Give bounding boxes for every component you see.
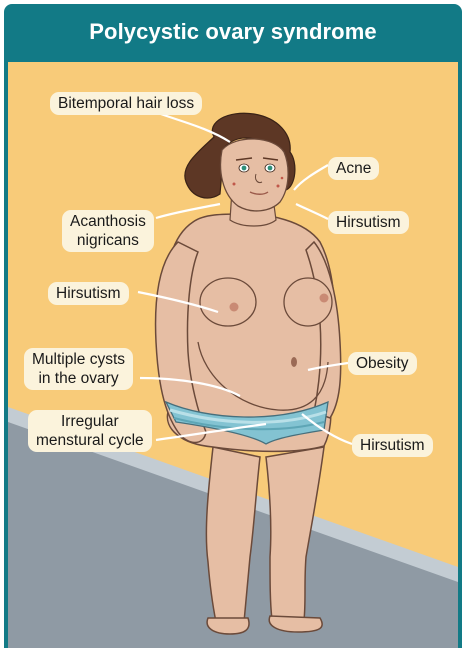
label-acanthosis-line1: Acanthosis	[70, 212, 146, 231]
label-bitemporal-hair-loss: Bitemporal hair loss	[50, 92, 202, 115]
label-cysts-line1: Multiple cysts	[32, 350, 125, 369]
label-obesity: Obesity	[348, 352, 417, 375]
figure-frame: Polycystic ovary syndrome	[4, 4, 462, 648]
label-acanthosis-nigricans: Acanthosis nigricans	[62, 210, 154, 252]
label-irregular-line1: Irregular	[36, 412, 144, 431]
label-irregular-menstrual-cycle: Irregular menstural cycle	[28, 410, 152, 452]
label-acanthosis-line2: nigricans	[70, 231, 146, 250]
label-acne: Acne	[328, 157, 379, 180]
figure-title: Polycystic ovary syndrome	[4, 4, 462, 60]
label-cysts-line2: in the ovary	[32, 369, 125, 388]
label-irregular-line2: menstural cycle	[36, 431, 144, 450]
label-multiple-cysts: Multiple cysts in the ovary	[24, 348, 133, 390]
illustration-scene: Bitemporal hair loss Acne Acanthosis nig…	[8, 62, 458, 648]
label-hirsutism-neck: Hirsutism	[328, 211, 409, 234]
label-hirsutism-thigh: Hirsutism	[352, 434, 433, 457]
label-hirsutism-chest: Hirsutism	[48, 282, 129, 305]
